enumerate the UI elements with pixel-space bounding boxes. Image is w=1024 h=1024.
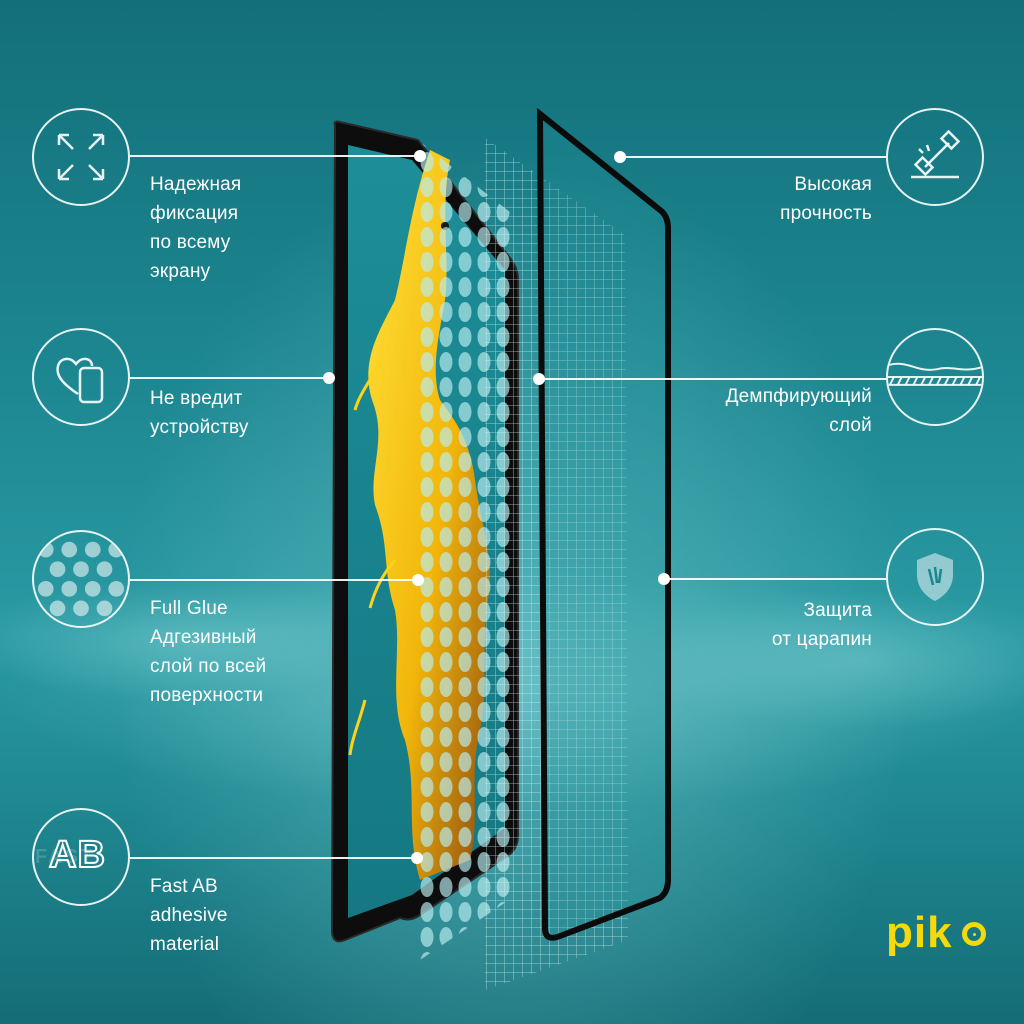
feature-full-glue (32, 530, 130, 628)
leader-dot (533, 373, 545, 385)
leader-dot (412, 574, 424, 586)
damping-grid-layer (485, 138, 628, 990)
leader-dot (414, 150, 426, 162)
shield-scratch-icon (917, 553, 953, 601)
feature-scratch-protection (886, 528, 984, 626)
glass-layer (536, 107, 671, 941)
feature-device-safe-label: Не вредит устройству (150, 388, 249, 438)
leader-dot (614, 151, 626, 163)
feature-fixation (32, 108, 130, 206)
feature-damping-label: Демпфирующий слой (725, 386, 872, 436)
leader-line (540, 378, 886, 380)
feature-damping (886, 328, 984, 426)
feature-scratch-protection-label: Защита от царапин (771, 600, 872, 650)
feature-full-glue-label: Full Glue Адгезивный слой по всей поверх… (150, 598, 267, 706)
damping-layer-icon (888, 362, 982, 386)
leader-dot (411, 852, 423, 864)
leader-dot (323, 372, 335, 384)
leader-line (130, 579, 420, 581)
feature-fast-ab-label: Fast AB adhesive material (150, 876, 228, 955)
leader-line (666, 578, 886, 580)
leader-line (130, 377, 330, 379)
leader-line (130, 155, 420, 157)
feature-fixation-label: Надежная фиксация по всему экрану (150, 174, 242, 282)
fast-watermark: FAST (35, 846, 95, 868)
leader-line (622, 156, 886, 158)
dot-pattern-icon (37, 541, 125, 617)
feature-device-safe (32, 328, 130, 426)
expand-arrows-icon (57, 133, 105, 181)
leader-line (130, 857, 420, 859)
fast-ab-icon: FAST AB (35, 832, 121, 882)
hammer-impact-icon (911, 129, 961, 179)
ab-logo-text: AB (48, 833, 106, 877)
brand-logo-icon (962, 922, 986, 946)
brand-logo-text: pik (886, 908, 953, 957)
feature-fast-ab: FAST AB (32, 808, 130, 906)
leader-dot (658, 573, 670, 585)
heart-phone-icon (56, 357, 104, 404)
feature-strength (886, 108, 984, 206)
feature-strength-label: Высокая прочность (780, 174, 872, 224)
